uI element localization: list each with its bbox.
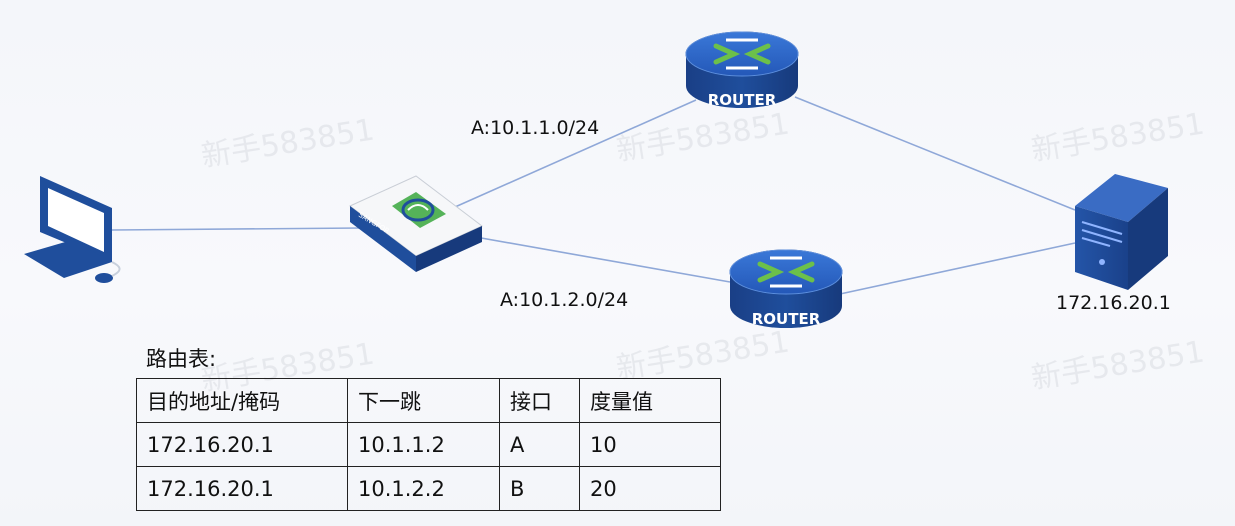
table-row: 172.16.20.1 10.1.2.2 B 20 (136, 466, 721, 511)
header-next-hop: 下一跳 (347, 378, 500, 423)
link-pc-firewall (111, 227, 363, 231)
link-firewall-router-top (454, 99, 697, 208)
desktop-computer-icon (24, 176, 121, 283)
sangfor-appliance-icon: SANGFOR (349, 175, 483, 272)
link-router-top-server (794, 96, 1076, 211)
table-row: 172.16.20.1 10.1.1.2 A 10 (136, 422, 721, 467)
cell-next-hop: 10.1.2.2 (347, 466, 500, 511)
link-firewall-router-bottom (469, 235, 731, 283)
router-label: ROUTER (708, 91, 777, 109)
cell-metric: 20 (579, 466, 721, 511)
link-router-bottom-server (839, 242, 1076, 295)
cell-destination: 172.16.20.1 (136, 422, 348, 467)
routing-table: 目的地址/掩码 下一跳 接口 度量值 172.16.20.1 10.1.1.2 … (136, 378, 721, 511)
router-label: ROUTER (752, 310, 821, 328)
table-header-row: 目的地址/掩码 下一跳 接口 度量值 (136, 378, 721, 423)
router-icon: ROUTER (729, 249, 843, 328)
cell-destination: 172.16.20.1 (136, 466, 348, 511)
link-lines (111, 96, 1076, 295)
header-destination: 目的地址/掩码 (136, 378, 348, 423)
link-label-lower: A:10.1.2.0/24 (500, 289, 629, 311)
cell-metric: 10 (579, 422, 721, 467)
server-ip-label: 172.16.20.1 (1056, 292, 1171, 314)
cell-interface: A (499, 422, 580, 467)
router-icon: ROUTER (685, 31, 799, 109)
cell-interface: B (499, 466, 580, 511)
header-interface: 接口 (499, 378, 580, 423)
cell-next-hop: 10.1.1.2 (347, 422, 500, 467)
routing-table-title: 路由表: (146, 347, 217, 371)
header-metric: 度量值 (579, 378, 721, 423)
server-tower-icon (1075, 174, 1168, 290)
link-label-upper: A:10.1.1.0/24 (471, 117, 600, 139)
